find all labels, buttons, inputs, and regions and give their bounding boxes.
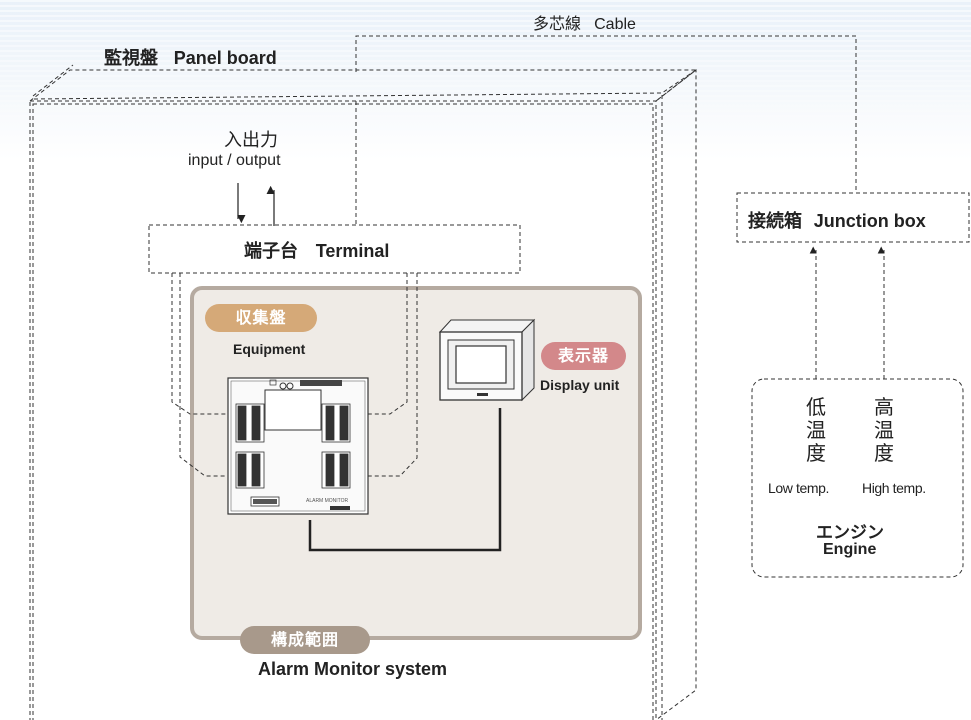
panel-board-label-jp: 監視盤	[104, 48, 158, 69]
junction-label-en: Junction box	[813, 211, 926, 231]
terminal-label-jp: 端子台	[244, 241, 298, 262]
panel-board-top	[29, 69, 698, 102]
panel-board-label-en: Panel board	[173, 48, 277, 68]
low-temp-jp-2: 温	[806, 418, 826, 442]
low-temp-jp-1: 低	[806, 395, 826, 419]
junction-label: 接続箱 Junction box	[748, 207, 926, 233]
junction-label-jp: 接続箱	[748, 211, 802, 232]
engine-label-en: Engine	[823, 541, 877, 558]
panel-board-side	[655, 68, 697, 720]
low-temp-jp: 低 温 度	[806, 396, 826, 465]
terminal-label: 端子台 Terminal	[244, 237, 389, 263]
device-brand-text: ALARM MONITOR	[306, 498, 349, 504]
display-badge: 表示器	[541, 342, 626, 370]
high-temp-label: High temp.	[862, 480, 926, 496]
system-label: Alarm Monitor system	[258, 659, 448, 679]
display-cable	[308, 408, 502, 552]
panel-board-front	[29, 100, 657, 720]
system-badge: 構成範囲	[240, 626, 370, 654]
display-unit-device	[438, 318, 536, 402]
engine-label-jp: エンジン	[816, 523, 884, 543]
engine-box	[751, 378, 964, 578]
cable-label: 多芯線 Cable	[533, 10, 636, 34]
low-temp-jp-3: 度	[806, 441, 826, 465]
high-temp-jp-1: 高	[874, 395, 894, 419]
terminal-label-en: Terminal	[315, 241, 390, 261]
high-temp-jp: 高 温 度	[874, 396, 894, 465]
junction-box	[736, 192, 970, 243]
low-temp-label: Low temp.	[768, 480, 829, 496]
panel-board-label: 監視盤 Panel board	[104, 44, 277, 70]
terminal-box	[148, 224, 521, 274]
io-label-en: input / output	[188, 152, 281, 169]
high-temp-jp-2: 温	[874, 418, 894, 442]
equipment-device	[227, 377, 369, 515]
background-stripes	[0, 0, 971, 170]
cable-label-jp: 多芯線	[533, 14, 582, 33]
equipment-badge: 収集盤	[205, 304, 317, 332]
display-label: Display unit	[540, 377, 620, 393]
equipment-label: Equipment	[233, 341, 306, 357]
io-label-jp: 入出力	[224, 130, 278, 151]
cable-line	[355, 35, 857, 193]
high-temp-jp-3: 度	[874, 441, 894, 465]
cable-label-en: Cable	[594, 16, 636, 33]
